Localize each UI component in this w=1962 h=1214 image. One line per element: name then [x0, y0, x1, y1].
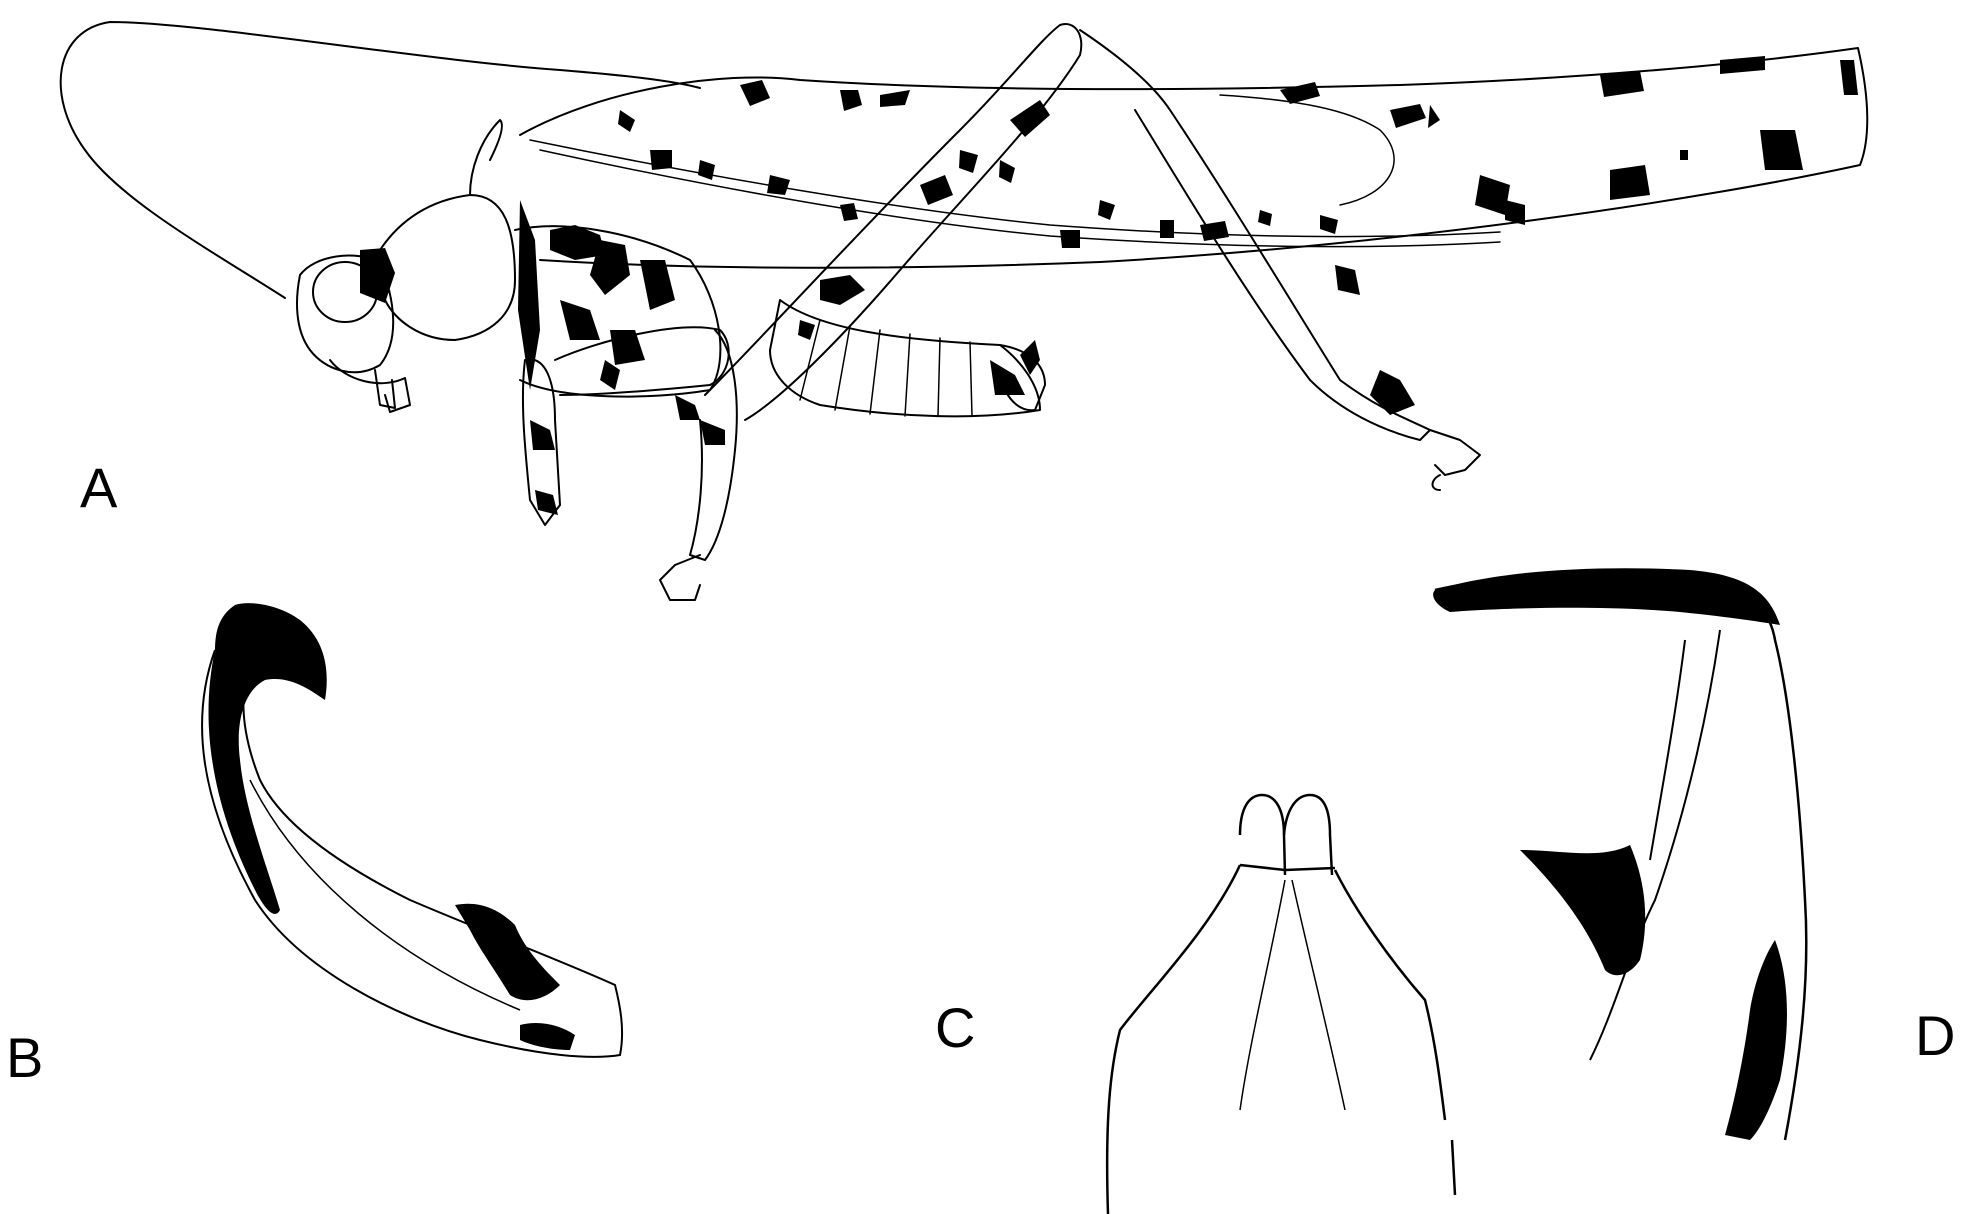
plate-body-left: [1105, 864, 1242, 1214]
wing-vein: [529, 139, 1501, 238]
epiphallus-dark-arm: [1433, 568, 1780, 625]
panel-label-c: C: [935, 996, 976, 1059]
mouthparts: [329, 359, 411, 413]
palp: [374, 369, 396, 409]
plate-top: [1239, 863, 1336, 872]
epiphallus-dark-stripe: [1725, 940, 1787, 1140]
abdomen: [769, 299, 1041, 418]
hind-tibia: [1079, 29, 1431, 441]
plate-midline: [1291, 879, 1346, 1111]
epiphallus-dark-lobe: [1520, 845, 1646, 976]
plate-base-tick: [1450, 1139, 1457, 1196]
middle-leg-tibia: [689, 329, 738, 561]
plate-left-lobe: [1238, 793, 1287, 876]
plate-body-right: [1333, 869, 1447, 1121]
plate-right-lobe: [1282, 793, 1334, 876]
epiphallus-inner: [1649, 639, 1686, 861]
abdomen-segment: [799, 319, 821, 401]
hind-claw: [1431, 474, 1441, 491]
abdomen-segment: [904, 333, 911, 417]
panel-label-b: B: [6, 1026, 44, 1089]
hind-femur: [704, 23, 1083, 421]
foreleg: [521, 358, 561, 526]
abdomen-segment: [869, 329, 881, 415]
hind-tarsus: [1429, 429, 1481, 476]
cercus-dark-band: [455, 903, 560, 1001]
cercus-drawing: [201, 603, 624, 1058]
cercus-dark-band: [520, 1023, 575, 1050]
cercus-dark-tip: [208, 603, 327, 914]
epiphallus-drawing: [1433, 568, 1808, 1141]
epiphallus-inner: [1589, 629, 1721, 1061]
pronotum: [379, 194, 516, 341]
subgenital-plate-drawing: [1105, 793, 1457, 1214]
wing-vein: [1219, 94, 1395, 206]
head-capsule: [296, 254, 395, 374]
plate-midline: [1239, 879, 1286, 1111]
abdomen-segment: [834, 325, 851, 411]
panel-label-a: A: [80, 456, 118, 519]
panel-label-d: D: [1915, 1004, 1956, 1067]
abdomen-segment: [969, 341, 973, 417]
grasshopper-drawing: [59, 21, 1869, 601]
wing-vein: [539, 149, 1501, 248]
cercus-inner-line: [249, 779, 521, 1011]
mottle-pattern: [360, 56, 1858, 515]
abdomen-segment: [937, 337, 941, 417]
cercus-outline: [201, 649, 624, 1058]
tegmen: [519, 47, 1869, 269]
middle-tarsus: [659, 554, 701, 601]
antenna: [469, 119, 503, 196]
abdomen-tip: [999, 344, 1046, 412]
head-cone: [59, 21, 701, 299]
